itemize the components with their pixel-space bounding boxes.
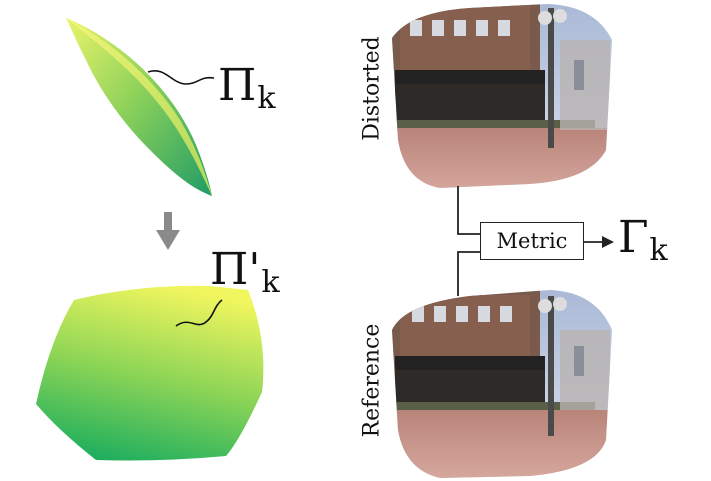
pi-k-leader-line: [147, 69, 215, 85]
leaf-shape: [66, 18, 212, 196]
reference-image: [392, 290, 612, 478]
metric-box: Metric: [480, 222, 584, 260]
gamma-k-label: Γk: [618, 212, 668, 268]
distorted-label: Distorted: [359, 36, 385, 141]
reference-label: Reference: [359, 323, 385, 438]
pi-prime-k-label: Π'k: [210, 244, 280, 300]
down-arrow-icon: [156, 212, 180, 250]
distorted-image: [392, 4, 612, 188]
pi-k-label: Πk: [218, 60, 276, 116]
metric-arrow-icon: [602, 236, 614, 248]
metric-label: Metric: [496, 229, 568, 253]
flattened-patch: [36, 285, 264, 461]
connector-lines: [457, 186, 604, 296]
pi-prime-k-leader-line: [175, 299, 223, 327]
